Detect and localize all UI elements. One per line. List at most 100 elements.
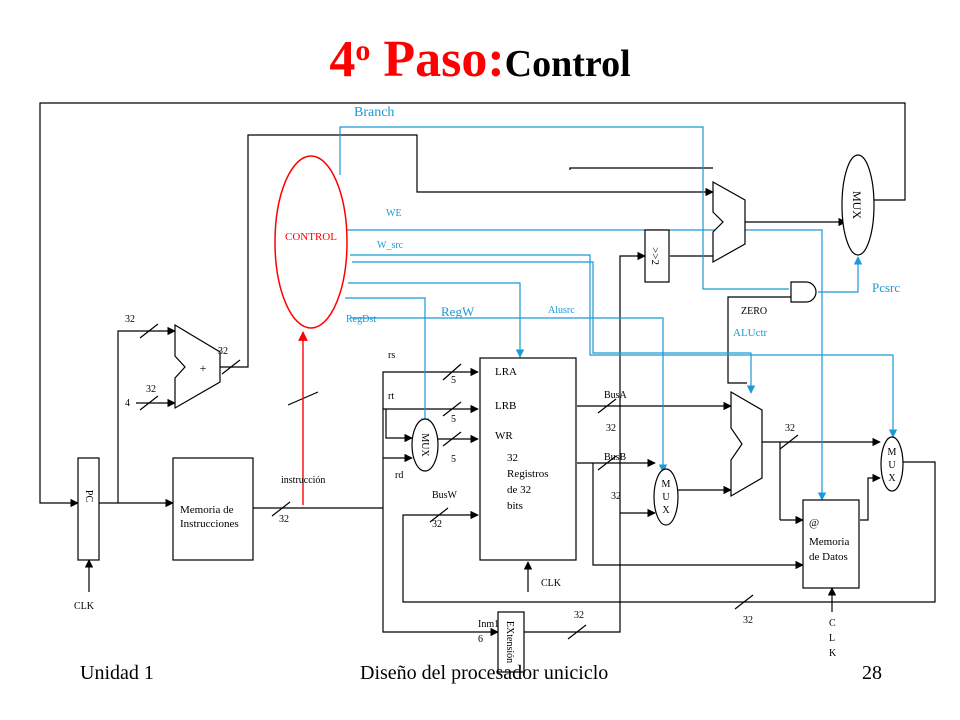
and-gate	[790, 281, 817, 303]
control-unit-label: CONTROL	[285, 231, 337, 243]
wire-rt-to-mux	[385, 409, 413, 443]
label-clk-reg: CLK	[541, 578, 562, 589]
imem-label-1: Memoria de	[180, 504, 234, 516]
control-labels: Branch WE W_src RegW RegDst Alusrc ALUct…	[346, 105, 900, 339]
wire-pc-feedback	[39, 102, 906, 508]
alu	[730, 390, 763, 498]
dmem-addr: @	[809, 517, 819, 529]
n32-a: 32	[125, 314, 135, 325]
n32-b: 32	[146, 384, 156, 395]
n5-a: 5	[451, 375, 456, 386]
control-wires	[339, 126, 898, 501]
label-alusrc: Alusrc	[548, 305, 575, 316]
ctrl-branch	[339, 126, 789, 290]
label-rd: rd	[395, 470, 403, 481]
footer-left: Unidad 1	[80, 662, 154, 684]
n32-g: 32	[611, 491, 621, 502]
label-busb: BusB	[604, 452, 627, 463]
title-number: 4	[329, 31, 356, 88]
reg-desc-4: bits	[507, 500, 523, 512]
datapath-wires	[39, 102, 936, 640]
label-clk-dmem-c: C	[829, 618, 836, 629]
reg-desc-2: Registros	[507, 468, 549, 480]
n32-c: 32	[218, 346, 228, 357]
label-rs: rs	[388, 350, 395, 361]
wire-busB-to-dmem	[592, 463, 804, 570]
slash-5	[442, 363, 462, 381]
wire-dmem-out	[860, 473, 881, 521]
mux-memtoreg	[880, 436, 904, 492]
n32-e: 32	[432, 519, 442, 530]
mux-alusrc-u: U	[662, 492, 670, 503]
mux-regdst	[411, 418, 439, 472]
register-file	[479, 357, 577, 561]
ctrl-alusrc	[350, 317, 668, 473]
label-instruccion: instrucción	[281, 475, 325, 486]
n32-j: 32	[574, 610, 584, 621]
label-regdst: RegDst	[346, 314, 376, 325]
shift-left-2	[644, 229, 670, 283]
reg-desc-1: 32	[507, 452, 518, 464]
ctrl-aluctr	[352, 261, 756, 394]
n5-b: 5	[451, 414, 456, 425]
ctrl-regdst	[345, 297, 430, 427]
n5-c: 5	[451, 454, 456, 465]
mux-alusrc	[653, 468, 679, 526]
slash-10	[597, 455, 617, 471]
title-subtitle: Control	[504, 43, 631, 85]
mux-pcsrc	[841, 154, 875, 256]
label-we: WE	[386, 208, 402, 219]
label-aluctr: ALUctr	[733, 327, 768, 339]
extension-label: EXtensión	[504, 621, 515, 663]
slash-9	[597, 398, 617, 414]
label-inm16-a: Inm1	[478, 619, 499, 630]
wire-rs	[382, 367, 479, 508]
mux-mem-m: M	[888, 447, 897, 458]
wire-shift-to-top	[569, 167, 713, 170]
data-memory	[802, 499, 860, 589]
reg-desc-3: de 32	[507, 484, 531, 496]
wire-imm	[382, 508, 499, 637]
dmem-label-1: Memoria	[809, 536, 849, 548]
mux-regdst-label: MUX	[419, 433, 430, 457]
branch-adder	[712, 180, 746, 264]
ctrl-wsrc	[350, 254, 591, 262]
reg-lra: LRA	[495, 366, 517, 378]
ctrl-pcsrc	[818, 256, 863, 293]
sign-extension	[497, 611, 525, 673]
slash-2	[139, 395, 159, 411]
slash-4	[271, 501, 291, 517]
mux-mem-u: U	[888, 460, 896, 471]
label-busw: BusW	[432, 490, 458, 501]
n32-h: 32	[785, 423, 795, 434]
pc-register	[77, 457, 100, 561]
label-busa: BusA	[604, 390, 628, 401]
ctrl-regw	[348, 282, 525, 358]
ctrl-we	[347, 229, 827, 501]
reg-wr: WR	[495, 430, 513, 442]
mux-alusrc-x: X	[662, 505, 670, 516]
slash-8	[429, 507, 449, 523]
dmem-label-2: de Datos	[809, 551, 848, 563]
slash-3	[221, 359, 241, 375]
slash-6	[442, 401, 462, 417]
wire-adder-out	[220, 134, 714, 368]
pc-label: PC	[83, 490, 94, 503]
footer-center: Diseño del procesador uniciclo	[360, 662, 609, 684]
wire-pc-to-adder	[117, 326, 176, 503]
reg-lrb: LRB	[495, 400, 516, 412]
mux-mem-x: X	[888, 473, 896, 484]
mux-pcsrc-label: MUX	[850, 191, 864, 219]
label-clk-dmem-l: L	[829, 633, 835, 644]
label-branch: Branch	[354, 105, 394, 120]
n4: 4	[125, 398, 130, 409]
wire-writeback	[402, 461, 936, 603]
label-regw: RegW	[441, 304, 475, 319]
wire-zero	[727, 296, 791, 384]
slash-12	[734, 594, 754, 610]
slash-7	[442, 431, 462, 447]
pc-adder	[174, 323, 221, 410]
ctrl-wsrc-mux	[589, 262, 898, 438]
label-rt: rt	[388, 391, 394, 402]
slash-13	[567, 624, 587, 640]
